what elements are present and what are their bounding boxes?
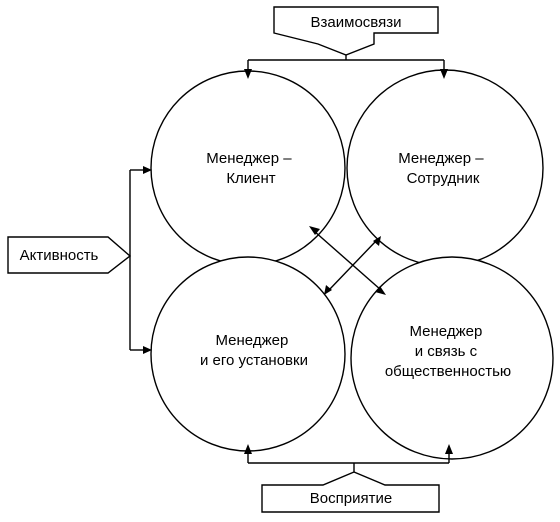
- arrowhead-left-bottom: [143, 346, 152, 354]
- top-callout-box: [273, 6, 439, 56]
- arrowhead-bottom-right: [445, 444, 453, 454]
- bottom-callout-box: [261, 471, 440, 513]
- left-connector: [129, 166, 152, 354]
- label-manager-pr: Менеджер и связь с общественностью: [385, 323, 511, 380]
- arrowhead-left-top: [143, 166, 152, 174]
- label-manager-employee: Менеджер – Сотрудник: [398, 150, 487, 187]
- bottom-connector: [244, 444, 453, 472]
- circle-manager-employee: [346, 69, 544, 267]
- arrowhead-top-left: [244, 69, 252, 79]
- label-manager-attitudes: Менеджер и его установки: [200, 332, 308, 369]
- top-connector: [244, 55, 448, 79]
- center-double-arrow-a: [309, 226, 386, 295]
- left-callout-box: [7, 236, 132, 274]
- bottom-callout-label: Восприятие: [310, 490, 392, 507]
- top-callout-label: Взаимосвязи: [311, 14, 402, 31]
- left-callout-label: Активность: [20, 247, 99, 264]
- center-double-arrow-b: [324, 236, 381, 295]
- circle-manager-client: [150, 70, 346, 266]
- label-manager-client: Менеджер – Клиент: [206, 150, 295, 187]
- arrowhead-top-right: [440, 69, 448, 79]
- arrowhead-bottom-left: [244, 444, 252, 454]
- circle-manager-pr: [350, 256, 554, 460]
